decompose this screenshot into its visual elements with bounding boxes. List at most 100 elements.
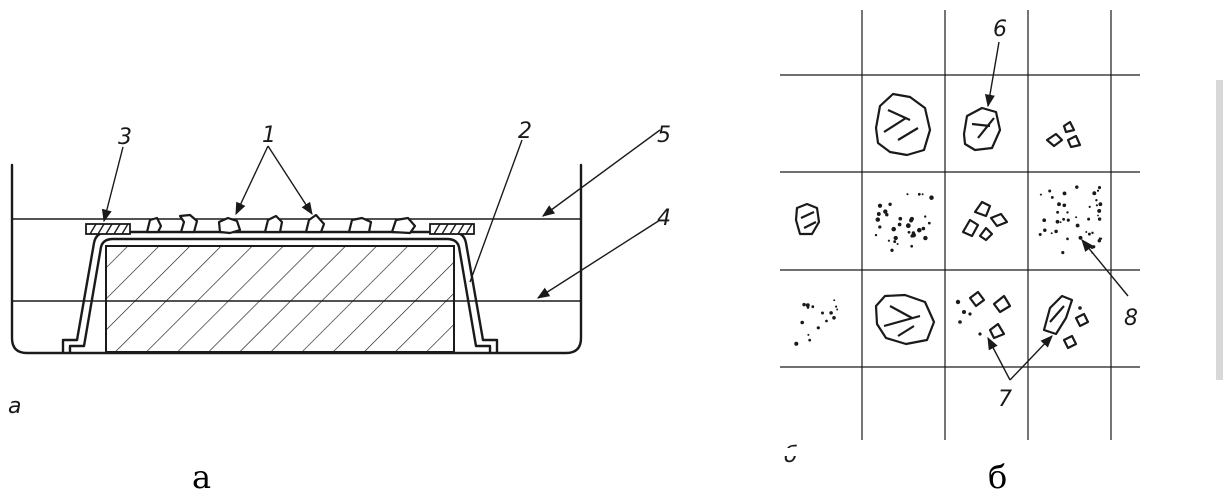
- fine-dot: [811, 305, 815, 309]
- fine-dot: [1097, 186, 1102, 190]
- hatched-block: [105, 245, 455, 353]
- fine-dot: [1087, 232, 1091, 236]
- fine-dot: [909, 216, 914, 221]
- fine-dot: [1062, 217, 1066, 221]
- fine-dot: [890, 248, 894, 252]
- fine-dot: [877, 203, 883, 208]
- fine-dot: [878, 225, 882, 229]
- fine-dot: [883, 209, 888, 214]
- fine-dot: [897, 222, 902, 227]
- leader-3: [101, 146, 124, 223]
- fine-dot: [891, 226, 896, 232]
- leader-7b: [1009, 335, 1053, 381]
- fine-dot: [893, 240, 897, 244]
- fine-dot: [1062, 203, 1067, 208]
- label-4: 4: [657, 206, 671, 231]
- fine-dot: [907, 230, 911, 234]
- label-6: 6: [993, 17, 1007, 42]
- fine-dot: [1088, 205, 1091, 208]
- leader-5: [541, 129, 661, 217]
- fine-dot: [816, 326, 820, 330]
- fine-dot: [1057, 202, 1061, 207]
- fine-dot: [805, 303, 810, 308]
- fine-dot: [833, 299, 836, 302]
- fine-dot: [885, 212, 889, 217]
- fine-dot: [905, 223, 911, 229]
- leader-7a: [987, 336, 1011, 381]
- crop-mask: [760, 448, 1180, 456]
- fine-dot: [893, 235, 898, 241]
- fine-dot: [1100, 237, 1103, 240]
- particle-r2c1: [794, 202, 821, 236]
- fine-dot: [829, 311, 833, 315]
- fine-dot: [921, 226, 926, 231]
- fine-dot: [876, 212, 881, 216]
- fine-dot: [1039, 193, 1042, 196]
- leader-1a: [235, 145, 269, 216]
- fine-dot: [1066, 237, 1069, 241]
- fine-dot: [898, 216, 903, 221]
- fine-dot: [874, 233, 878, 237]
- label-2: 2: [518, 119, 532, 144]
- fine-dot: [875, 217, 881, 222]
- fine-dot: [1096, 189, 1100, 192]
- particle-cluster-r3c4: [1042, 294, 1090, 350]
- fine-dot: [1097, 238, 1102, 243]
- panel-a: 3 1 2 5 4 а: [8, 119, 671, 419]
- fine-dot: [1055, 219, 1060, 224]
- fine-dot: [1042, 218, 1047, 223]
- fine-dots-r2c2: [874, 192, 934, 252]
- fine-dot: [1050, 232, 1053, 235]
- fine-dot: [1054, 229, 1058, 234]
- fine-dot: [1043, 228, 1047, 232]
- fine-dot: [923, 235, 928, 241]
- fine-dot: [821, 311, 824, 315]
- fine-dot: [910, 244, 914, 248]
- leader-2: [469, 139, 523, 283]
- label-1: 1: [262, 123, 276, 148]
- leader-4: [536, 219, 661, 299]
- mask-strip-right: [429, 223, 475, 235]
- fine-dot: [1059, 221, 1062, 224]
- fine-dot: [1085, 231, 1088, 233]
- leader-8: [1081, 239, 1129, 297]
- fine-dot: [888, 202, 892, 206]
- fine-dot: [929, 195, 934, 200]
- fine-dot: [1095, 199, 1098, 202]
- subpanel-label-a: а: [8, 394, 21, 419]
- fine-dot: [807, 333, 810, 336]
- leader-1b: [267, 145, 313, 216]
- fine-dot: [917, 192, 921, 196]
- fine-dot: [1090, 245, 1094, 249]
- fine-dot: [800, 320, 804, 325]
- fine-dot: [1097, 214, 1099, 217]
- fine-dot: [911, 231, 916, 235]
- particle-6: [962, 106, 1002, 152]
- fine-dot: [924, 215, 927, 218]
- fine-dot: [1097, 217, 1102, 221]
- fine-dot: [1038, 232, 1042, 237]
- particle-cluster-r3c3: [955, 290, 1012, 340]
- panel-b: 6 7 8 б: [760, 10, 1180, 468]
- label-3: 3: [118, 125, 132, 150]
- fine-dot: [794, 341, 799, 346]
- fine-dot: [802, 302, 806, 307]
- fine-dot: [825, 319, 828, 323]
- mask-strip-left: [85, 223, 131, 235]
- fine-dot: [927, 221, 931, 225]
- fine-dot: [1050, 195, 1054, 199]
- fine-dot: [1048, 189, 1052, 193]
- fine-dot: [1097, 208, 1102, 213]
- fine-dot: [832, 315, 836, 320]
- fine-dot: [1087, 217, 1091, 221]
- fine-dot: [1075, 216, 1078, 219]
- fine-dot: [1095, 204, 1098, 207]
- fine-dot: [1078, 235, 1083, 240]
- fine-dots-r3c1: [794, 299, 839, 346]
- fine-dot: [1098, 237, 1101, 240]
- leader-6: [984, 41, 1000, 108]
- fine-dot: [1092, 191, 1097, 196]
- fine-dot: [1066, 211, 1069, 214]
